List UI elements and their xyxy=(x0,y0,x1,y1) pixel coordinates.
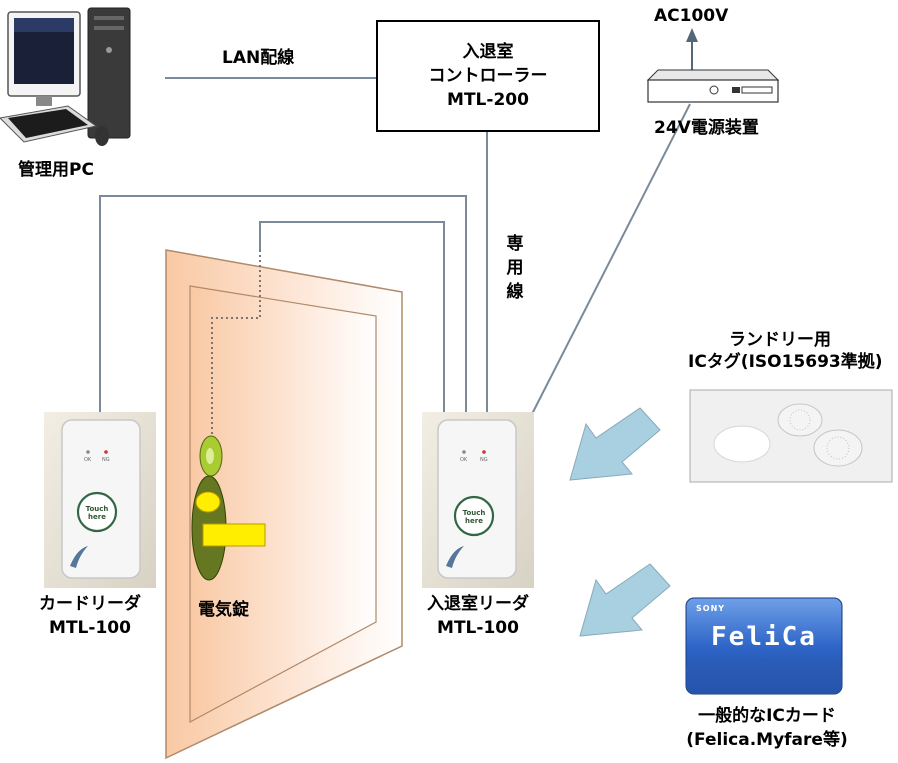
lock-wire xyxy=(259,221,445,414)
lock-knob xyxy=(195,491,221,513)
entry-reader-led-ok-label: OK xyxy=(460,457,468,463)
laundry-tag-1 xyxy=(713,425,771,463)
entry-reader-logo-icon xyxy=(446,546,464,568)
entry-reader-touch-text: Touch here xyxy=(456,509,492,525)
card-reader-illustration xyxy=(44,412,156,588)
card-reader-led-ok-label: OK xyxy=(84,457,92,463)
electric-lock-illustration xyxy=(191,435,266,581)
hidden-wire xyxy=(211,250,261,440)
dedicated-char-2: 用 xyxy=(506,258,524,278)
door-panel xyxy=(189,285,377,724)
ic-card-label-line2: (Felica.Myfare等) xyxy=(686,730,848,750)
dedicated-char-3: 線 xyxy=(506,282,524,302)
entry-reader-label-line2: MTL-100 xyxy=(437,618,519,638)
card-reader-touch-line2: here xyxy=(88,513,106,521)
card-reader-led-ng-label: NG xyxy=(102,457,110,463)
power-supply-label: 24V電源装置 xyxy=(654,118,759,138)
power-supply-body xyxy=(647,79,779,103)
entry-reader-led-ng xyxy=(482,450,486,454)
entry-reader-illustration xyxy=(422,412,534,588)
dedicated-char-1: 専 xyxy=(506,234,524,254)
card-reader-label-line1: カードリーダ xyxy=(39,594,141,614)
lan-label: LAN配線 xyxy=(222,48,295,68)
card-reader-logo-icon xyxy=(70,546,88,568)
laundry-tag-label-line1: ランドリー用 xyxy=(729,330,831,350)
card-brand-text: SONY xyxy=(696,604,726,613)
controller-label-line1: 入退室 xyxy=(462,42,514,62)
laundry-tag-label-line2: ICタグ(ISO15693準拠) xyxy=(688,352,883,372)
entry-reader-led-ng-label: NG xyxy=(480,457,488,463)
wiring xyxy=(99,77,691,415)
pc-mouse xyxy=(95,126,109,146)
entry-reader-label-line1: 入退室リーダ xyxy=(427,594,529,614)
entry-reader-led-ok xyxy=(462,450,466,454)
card-logo-text: FeliCa xyxy=(711,622,817,652)
card-reader-touch-ring xyxy=(76,491,118,533)
controller-label-line2: コントローラー xyxy=(428,66,548,86)
dedicated-line-label: 専 用 線 xyxy=(503,232,527,304)
entry-reader-touch-ring xyxy=(453,495,495,537)
laundry-tag-2 xyxy=(777,403,823,437)
ic-card-arrow xyxy=(579,563,671,637)
door-illustration xyxy=(165,249,403,760)
card-reader-label-line2: MTL-100 xyxy=(49,618,131,638)
ac-arrow xyxy=(686,28,698,70)
ac-label: AC100V xyxy=(654,6,729,26)
card-reader-touch-text: Touch here xyxy=(79,505,115,521)
lock-lever xyxy=(202,523,266,547)
card-reader-led-ok xyxy=(86,450,90,454)
entry-reader-touch-line2: here xyxy=(465,517,483,525)
power-supply-illustration xyxy=(646,69,780,103)
card-reader-wire xyxy=(99,195,467,414)
laundry-tag-illustration xyxy=(689,389,893,483)
electric-lock-label: 電気錠 xyxy=(198,600,249,620)
pc-label: 管理用PC xyxy=(18,160,94,180)
entry-reader-touch-line1: Touch xyxy=(462,509,486,517)
laundry-tag-arrow xyxy=(569,407,661,481)
card-reader-led-ng xyxy=(104,450,108,454)
ic-card-label-line1: 一般的なICカード xyxy=(698,706,836,726)
controller-box: 入退室 コントローラー MTL-200 xyxy=(376,20,600,132)
card-reader-touch-line1: Touch xyxy=(85,505,109,513)
power-line xyxy=(531,103,691,415)
felica-card-illustration xyxy=(685,597,843,695)
laundry-tag-3 xyxy=(813,429,863,467)
controller-label-line3: MTL-200 xyxy=(447,90,529,110)
pc-illustration xyxy=(0,7,131,146)
pc-tower xyxy=(87,7,131,139)
